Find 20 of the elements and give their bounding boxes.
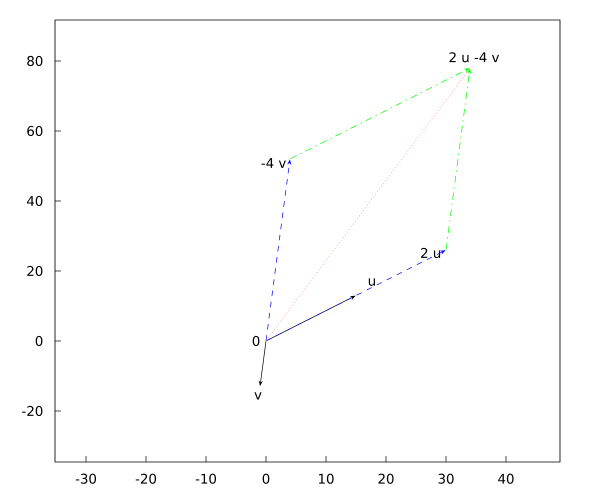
tick-label: -20: [136, 474, 156, 484]
tick-label: -20: [22, 406, 42, 416]
tick-label: 80: [27, 56, 42, 66]
point-label: -4 v: [262, 158, 286, 168]
tick-label: -30: [76, 474, 96, 484]
tick-label: 0: [262, 474, 270, 484]
tick-label: 10: [318, 474, 334, 484]
tick-label: 20: [378, 474, 394, 484]
tick-label: 60: [27, 126, 42, 136]
tick-label: 0: [36, 336, 42, 346]
tick-label: 20: [27, 266, 42, 276]
tick-label: -10: [196, 474, 216, 484]
point-label: 2 u -4 v: [450, 52, 500, 62]
point-label: 0: [252, 336, 260, 346]
point-label: 2 u: [421, 248, 440, 258]
tick-label: 40: [26, 196, 42, 206]
point-label: v: [254, 392, 262, 400]
point-label: u: [368, 278, 375, 286]
tick-label: 40: [498, 474, 514, 484]
tick-label: 30: [438, 474, 454, 484]
